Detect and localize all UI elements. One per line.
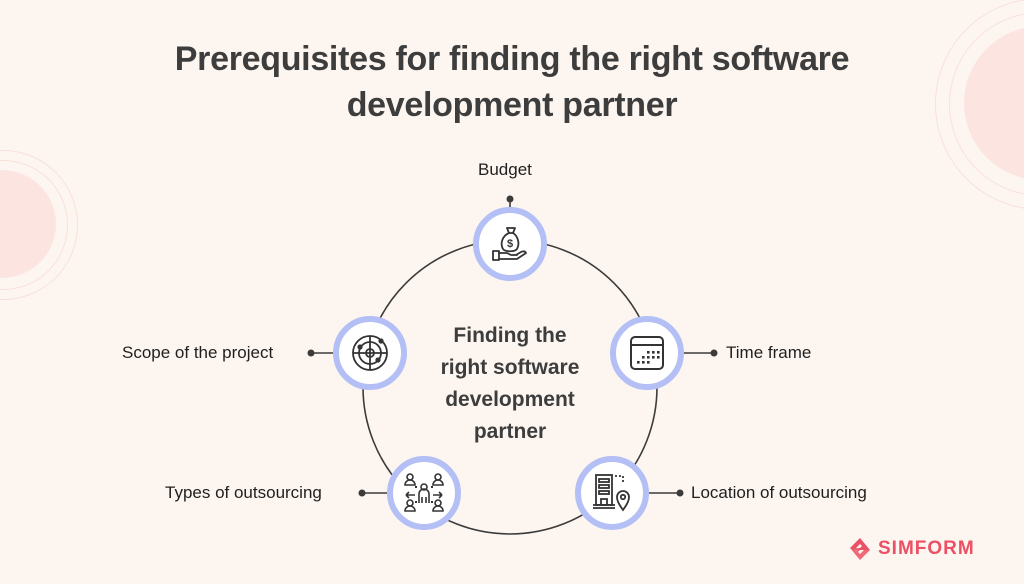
building-location-icon: [593, 474, 630, 512]
brand-name: SIMFORM: [878, 538, 975, 559]
page-title: Prerequisites for finding the right soft…: [0, 36, 1024, 128]
connector-dot-time-frame: [710, 349, 718, 357]
simform-logo-icon: [850, 538, 870, 560]
target-radar-icon: [352, 335, 388, 371]
center-line-2: right software: [440, 356, 580, 379]
label-scope: Scope of the project: [122, 343, 274, 362]
title-line-1: Prerequisites for finding the right soft…: [174, 40, 850, 78]
label-types: Types of outsourcing: [165, 483, 322, 502]
center-title: Finding the right software development p…: [410, 320, 610, 448]
center-line-1: Finding the: [453, 324, 567, 347]
connector-dot-types: [358, 489, 366, 497]
node-scope: [333, 316, 407, 390]
money-bag-hand-icon: $: [492, 227, 527, 261]
label-time-frame: Time frame: [726, 343, 812, 362]
center-line-4: partner: [473, 420, 547, 443]
svg-text:$: $: [507, 238, 513, 250]
label-budget: Budget: [478, 160, 532, 179]
label-location: Location of outsourcing: [691, 483, 867, 502]
brand-logo: SIMFORM: [848, 537, 975, 561]
center-line-3: development: [445, 388, 575, 411]
team-network-icon: [404, 473, 444, 512]
connector-dot-scope: [307, 349, 315, 357]
calendar-icon: [630, 336, 664, 370]
node-types: [387, 456, 461, 530]
node-budget: $: [473, 207, 547, 281]
connector-dot-budget: [506, 195, 514, 203]
connector-dot-location: [676, 489, 684, 497]
node-time-frame: [610, 316, 684, 390]
title-line-2: development partner: [346, 86, 678, 124]
node-location: [575, 456, 649, 530]
